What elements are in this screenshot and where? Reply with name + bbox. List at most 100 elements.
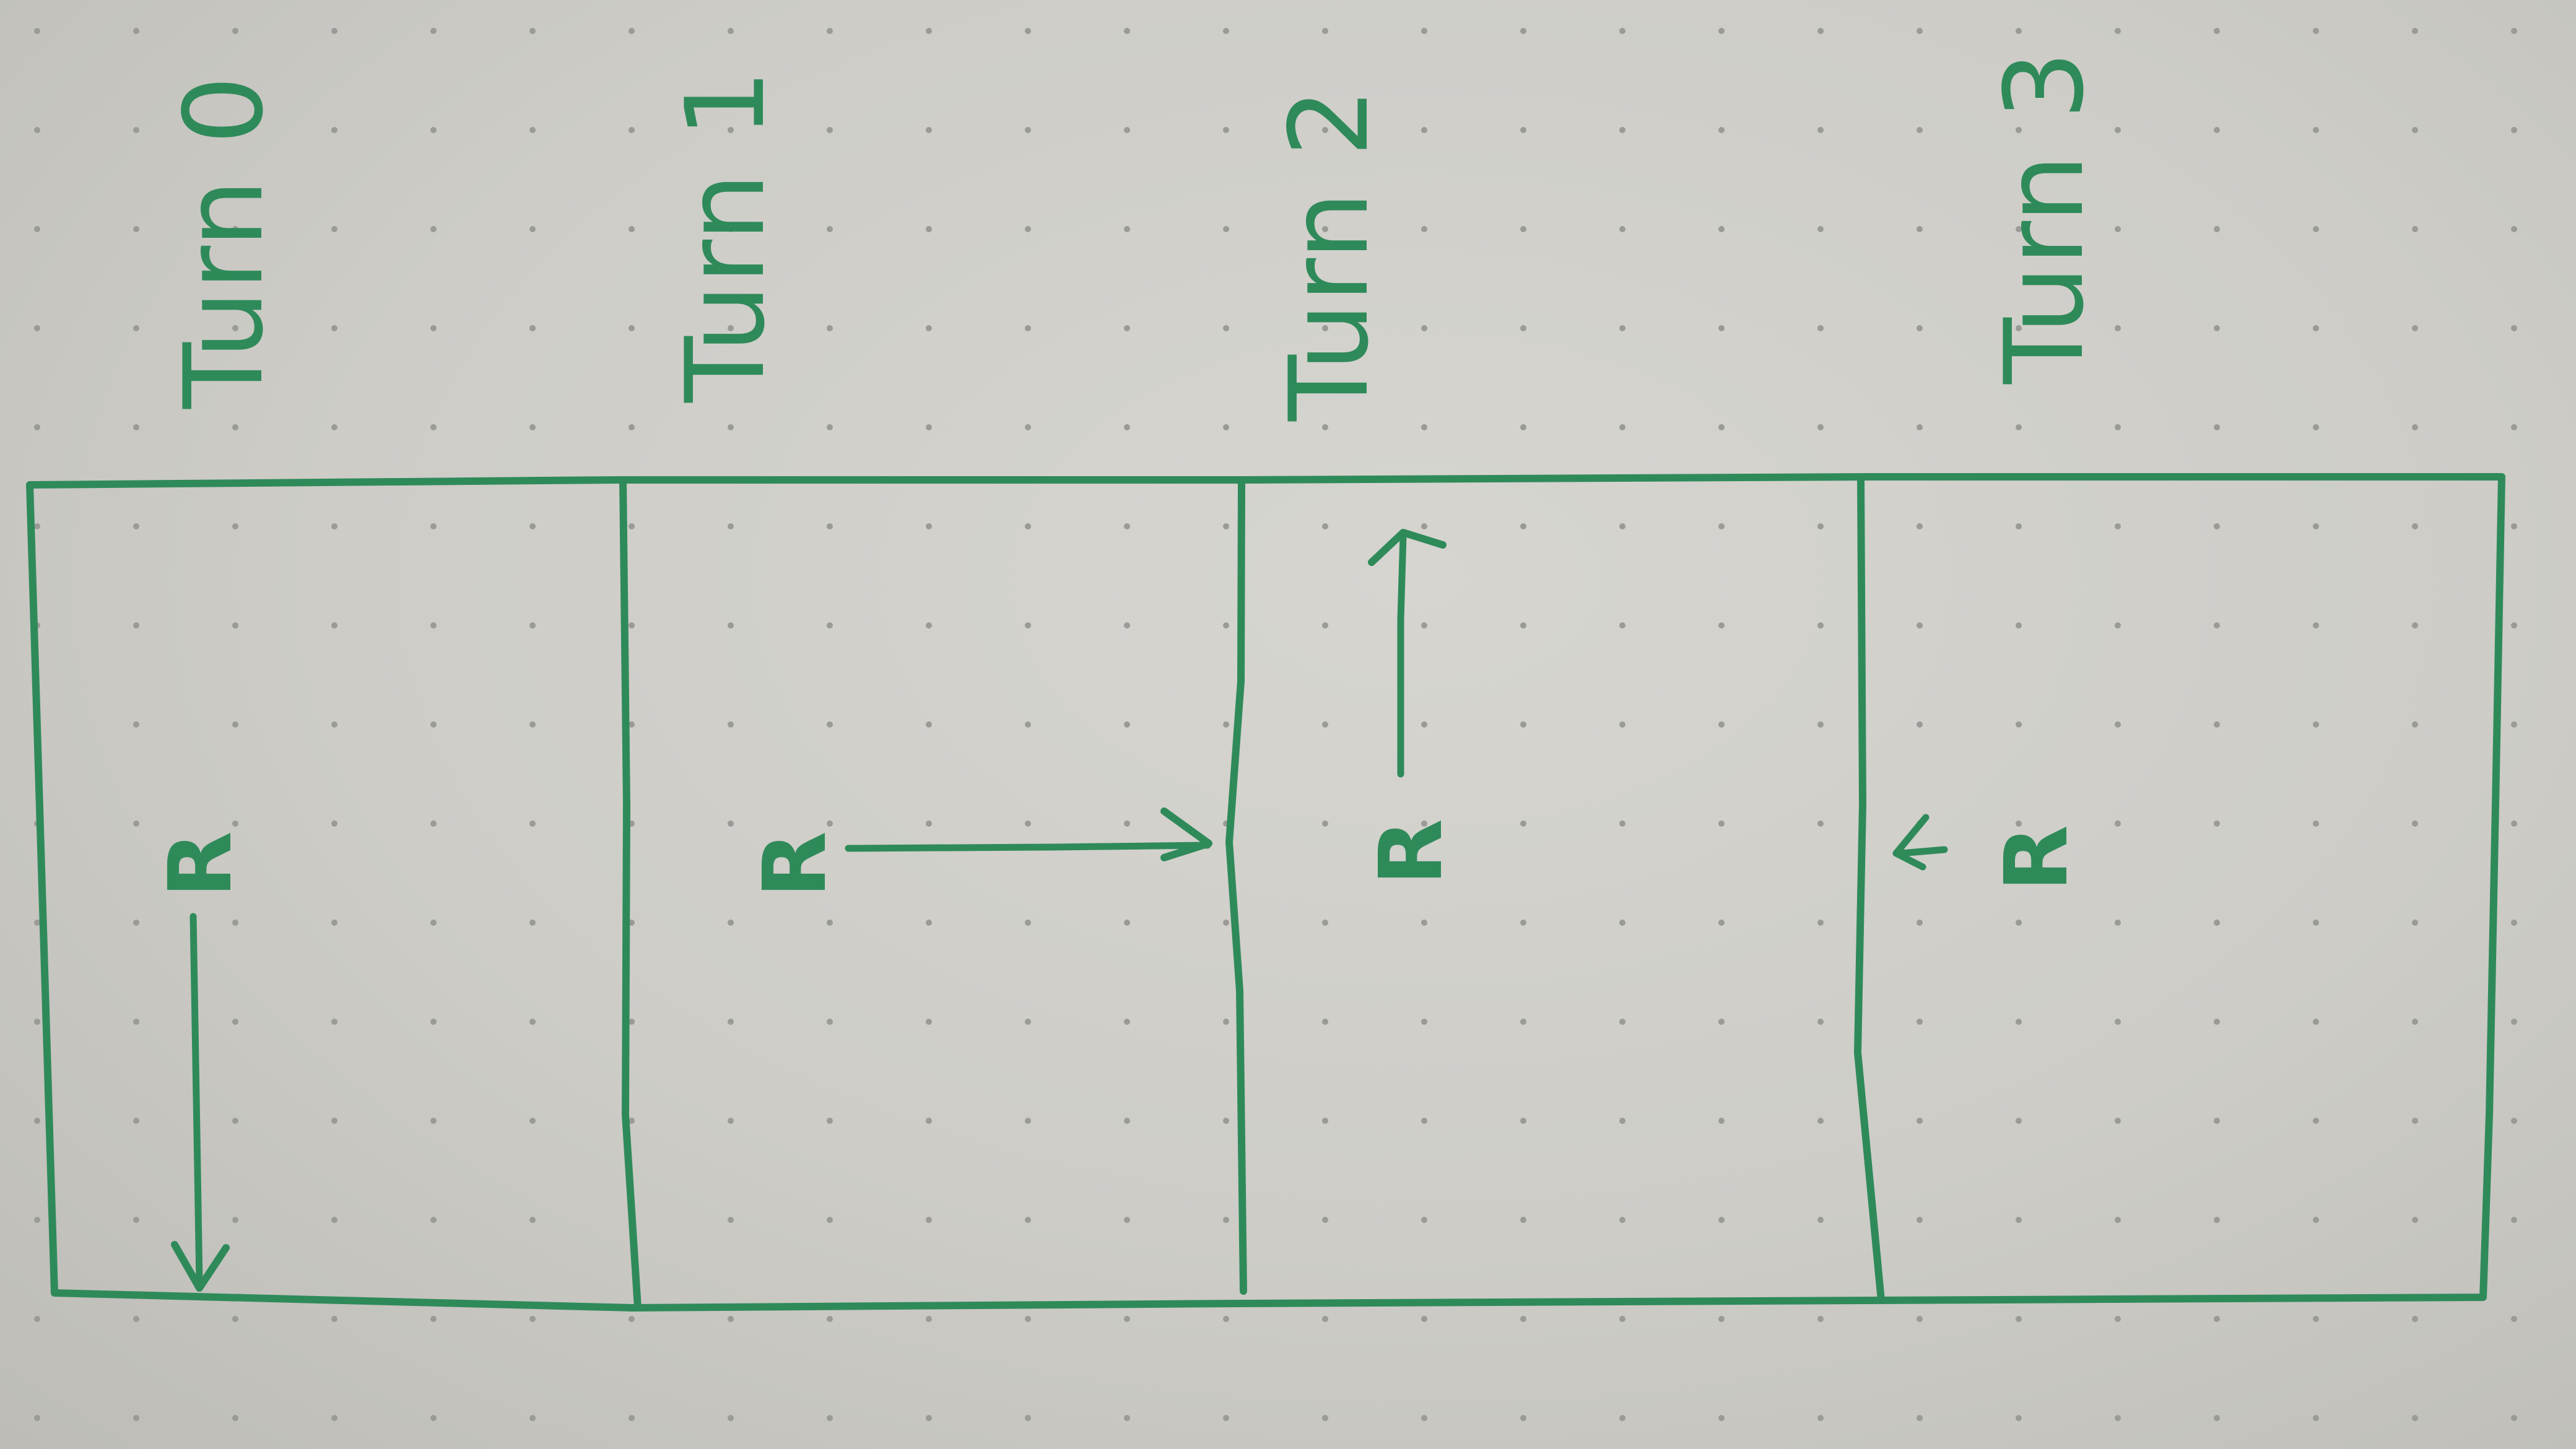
grid-dot [2214, 523, 2220, 529]
grid-dot [1421, 820, 1427, 827]
grid-dot [1917, 127, 1923, 133]
grid-dot [926, 127, 932, 133]
grid-dot [1817, 127, 1824, 133]
grid-dot [1322, 1415, 1328, 1421]
grid-dot [232, 1415, 238, 1421]
grid-dot [1817, 1217, 1824, 1223]
grid-dot [232, 920, 238, 926]
grid-dot [1223, 1415, 1229, 1421]
grid-dot [34, 1019, 40, 1025]
grid-dot [1619, 721, 1625, 728]
grid-dot [1223, 424, 1229, 430]
grid-dot [2115, 1118, 2121, 1124]
grid-dot [232, 820, 238, 827]
grid-dot [926, 424, 932, 430]
grid-dot [133, 325, 139, 331]
grid-dot [1421, 28, 1427, 34]
grid-dot [2214, 127, 2220, 133]
grid-dot [2115, 721, 2121, 728]
turn-label-0: Turn 0 [162, 76, 287, 409]
grid-dot [2016, 226, 2022, 232]
grid-dot [2313, 523, 2319, 529]
grid-dot [1520, 127, 1526, 133]
grid-dot [926, 920, 932, 926]
grid-dot [529, 1316, 536, 1322]
grid-dot [529, 622, 536, 629]
grid-dot [1223, 721, 1229, 728]
grid-dot [1817, 622, 1824, 629]
grid-dot [728, 523, 734, 529]
grid-dot [926, 1217, 932, 1223]
grid-dot [2412, 622, 2418, 629]
grid-dot [2214, 1118, 2220, 1124]
grid-dot [2511, 721, 2517, 728]
grid-dot [1520, 424, 1526, 430]
grid-dot [1718, 1316, 1725, 1322]
grid-dot [2214, 226, 2220, 232]
grid-dot [34, 325, 40, 331]
grid-dot [430, 622, 437, 629]
grid-dot [2313, 1415, 2319, 1421]
grid-dot [331, 622, 337, 629]
grid-dot [728, 127, 734, 133]
grid-dot [1718, 325, 1725, 331]
grid-dot [1520, 226, 1526, 232]
grid-dot [2016, 1415, 2022, 1421]
grid-dot [1817, 1019, 1824, 1025]
grid-dot [133, 622, 139, 629]
grid-dot [2214, 325, 2220, 331]
grid-dot [1322, 424, 1328, 430]
grid-dot [1124, 523, 1130, 529]
grid-dot [529, 920, 536, 926]
grid-dot [629, 1019, 635, 1025]
grid-dot [331, 127, 337, 133]
grid-dot [827, 1217, 833, 1223]
grid-dot [926, 1415, 932, 1421]
grid-dot [331, 28, 337, 34]
grid-dot [1124, 1118, 1130, 1124]
grid-dot [2115, 523, 2121, 529]
grid-dot [232, 28, 238, 34]
grid-dot [2016, 1217, 2022, 1223]
grid-dot [430, 920, 437, 926]
grid-dot [728, 424, 734, 430]
grid-dot [2214, 424, 2220, 430]
grid-dot [232, 1217, 238, 1223]
grid-dot [1322, 28, 1328, 34]
grid-dot [1619, 1415, 1625, 1421]
grid-dot [629, 622, 635, 629]
grid-dot [2016, 325, 2022, 331]
grid-dot [1322, 523, 1328, 529]
grid-dot [728, 1217, 734, 1223]
grid-dot [430, 1316, 437, 1322]
grid-dot [331, 226, 337, 232]
grid-dot [1718, 820, 1725, 827]
grid-dot [1917, 1316, 1923, 1322]
grid-dot [2016, 1118, 2022, 1124]
grid-dot [430, 1217, 437, 1223]
grid-dot [1718, 1217, 1725, 1223]
grid-dot [1421, 325, 1427, 331]
grid-dot [2016, 920, 2022, 926]
grid-dot [2313, 1118, 2319, 1124]
grid-dot [728, 226, 734, 232]
grid-dot [2214, 920, 2220, 926]
grid-dot [1322, 226, 1328, 232]
grid-dot [133, 920, 139, 926]
grid-dot [34, 226, 40, 232]
grid-dot [1619, 226, 1625, 232]
grid-dot [827, 721, 833, 728]
grid-dot [2214, 721, 2220, 728]
grid-dot [232, 1118, 238, 1124]
grid-dot [1718, 226, 1725, 232]
grid-dot [728, 1019, 734, 1025]
grid-dot [133, 127, 139, 133]
grid-dot [1124, 127, 1130, 133]
grid-dot [1025, 1316, 1031, 1322]
grid-dot [1817, 226, 1824, 232]
grid-dot [529, 28, 536, 34]
grid-dot [629, 1316, 635, 1322]
grid-dot [2313, 721, 2319, 728]
grid-dot [1917, 1415, 1923, 1421]
grid-dot [2115, 325, 2121, 331]
